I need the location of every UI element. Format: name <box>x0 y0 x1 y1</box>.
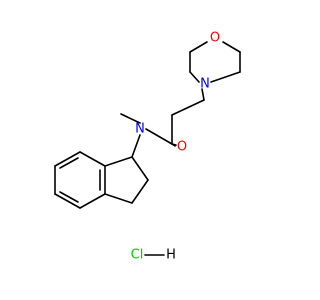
bond-c3-c3a <box>104 193 133 204</box>
n-indane-link <box>131 134 141 158</box>
bond-n-c3 <box>189 71 200 83</box>
carbonyl-line-1 <box>171 143 177 146</box>
bond-c7a-c7 <box>79 151 106 167</box>
aromatic-inner-2 <box>59 157 79 169</box>
n-methyl <box>120 113 141 124</box>
propanamide-chain <box>145 88 205 147</box>
carbonyl-oxygen-label: O <box>177 140 187 155</box>
indane-benzene-ring <box>54 151 106 209</box>
indane-five-ring <box>104 156 149 204</box>
bond-c1-c2-indane <box>131 156 149 181</box>
bond-c4-o <box>189 41 208 53</box>
bond-n-c1-indane <box>131 134 141 158</box>
aromatic-inner-3 <box>59 191 79 203</box>
bond-c4-c3a <box>79 193 106 209</box>
bond-c2-n <box>210 71 241 83</box>
morpholine-nitrogen-label: N <box>200 77 210 92</box>
bond-c7a-c1 <box>104 156 133 167</box>
structure-diagram: O N N O Cl H <box>54 31 241 263</box>
chlorine-label: Cl <box>131 248 144 263</box>
amide-nitrogen-label: N <box>135 122 145 137</box>
bond-c2-c3-indane <box>131 179 149 204</box>
morpholine-ring <box>189 41 241 83</box>
bond-c7-c6 <box>54 151 81 167</box>
bond-n-methyl-a <box>120 113 141 124</box>
morpholine-oxygen-label: O <box>210 31 220 46</box>
bond-carbonyl-n <box>145 128 173 145</box>
carbonyl-bond <box>171 143 177 146</box>
bond-c5-c4 <box>54 193 81 209</box>
bond-ch2-ch2 <box>171 99 205 116</box>
bond-n-ch2 <box>201 88 205 101</box>
bond-o-c1 <box>222 41 241 53</box>
hydrogen-label: H <box>166 248 176 263</box>
